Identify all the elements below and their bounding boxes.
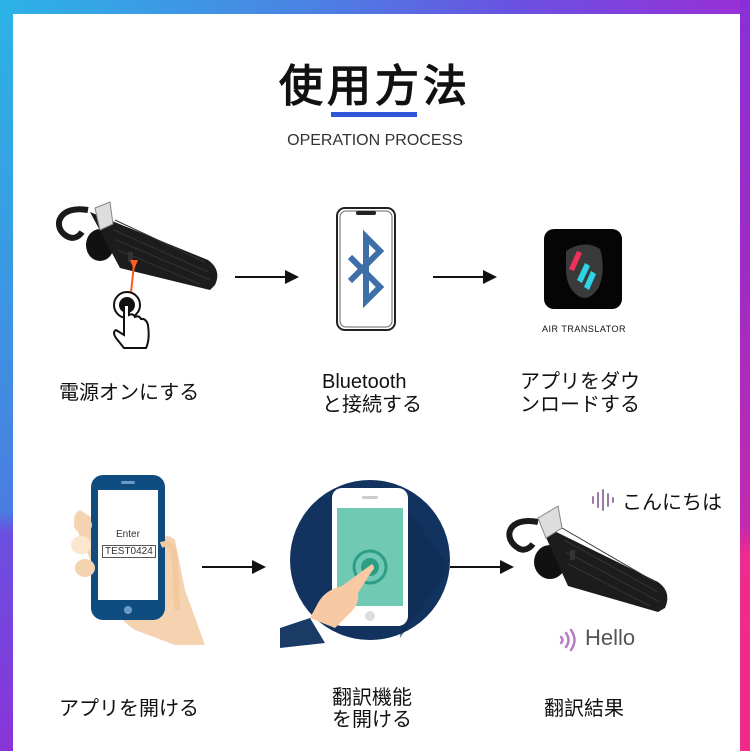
screen-code-field: TEST0424	[102, 545, 156, 558]
step-2-label-line1: Bluetooth	[322, 371, 407, 393]
finger-tapping-phone-image	[280, 480, 450, 648]
earpiece-image	[55, 201, 218, 349]
frame-border-right	[740, 0, 750, 751]
step-3-label-line2: ンロードする	[520, 394, 640, 416]
step-6-label: 翻訳結果	[544, 698, 624, 720]
sound-wave-icon	[592, 489, 614, 511]
hand-holding-phone-image	[71, 475, 205, 645]
earpiece-icon	[55, 201, 218, 290]
arrow-right-icon	[202, 560, 266, 574]
phone-bluetooth-image	[336, 207, 396, 331]
earpiece-icon	[506, 505, 668, 612]
title-underline	[331, 112, 417, 117]
arrow-right-icon	[235, 270, 299, 284]
arrow-right-icon	[433, 270, 497, 284]
frame-border-left	[0, 0, 13, 751]
app-icon	[544, 229, 622, 309]
bluetooth-icon	[347, 229, 385, 309]
step-5-label-line2: を開ける	[332, 709, 412, 731]
app-name: AIR TRANSLATOR	[542, 324, 627, 334]
frame-border-top	[0, 0, 750, 14]
speaker-wave-icon	[559, 628, 576, 652]
step-3-label-line1: アプリをダウ	[520, 371, 640, 393]
speech-output-text: Hello	[585, 625, 636, 650]
page-title: 使用方法	[279, 61, 471, 112]
screen-prompt: Enter	[116, 529, 140, 540]
step-1-label: 電源オンにする	[59, 382, 200, 404]
arrow-right-icon	[450, 560, 514, 574]
step-4-label: アプリを開ける	[59, 698, 199, 720]
page-subtitle: OPERATION PROCESS	[287, 132, 463, 149]
earpiece-translation-image	[506, 505, 668, 612]
finger-press-icon	[113, 291, 150, 349]
step-5-label-line1: 翻訳機能	[332, 687, 412, 709]
step-2-label-line2: と接続する	[322, 394, 422, 416]
speech-input-text: こんにちは	[622, 490, 722, 514]
